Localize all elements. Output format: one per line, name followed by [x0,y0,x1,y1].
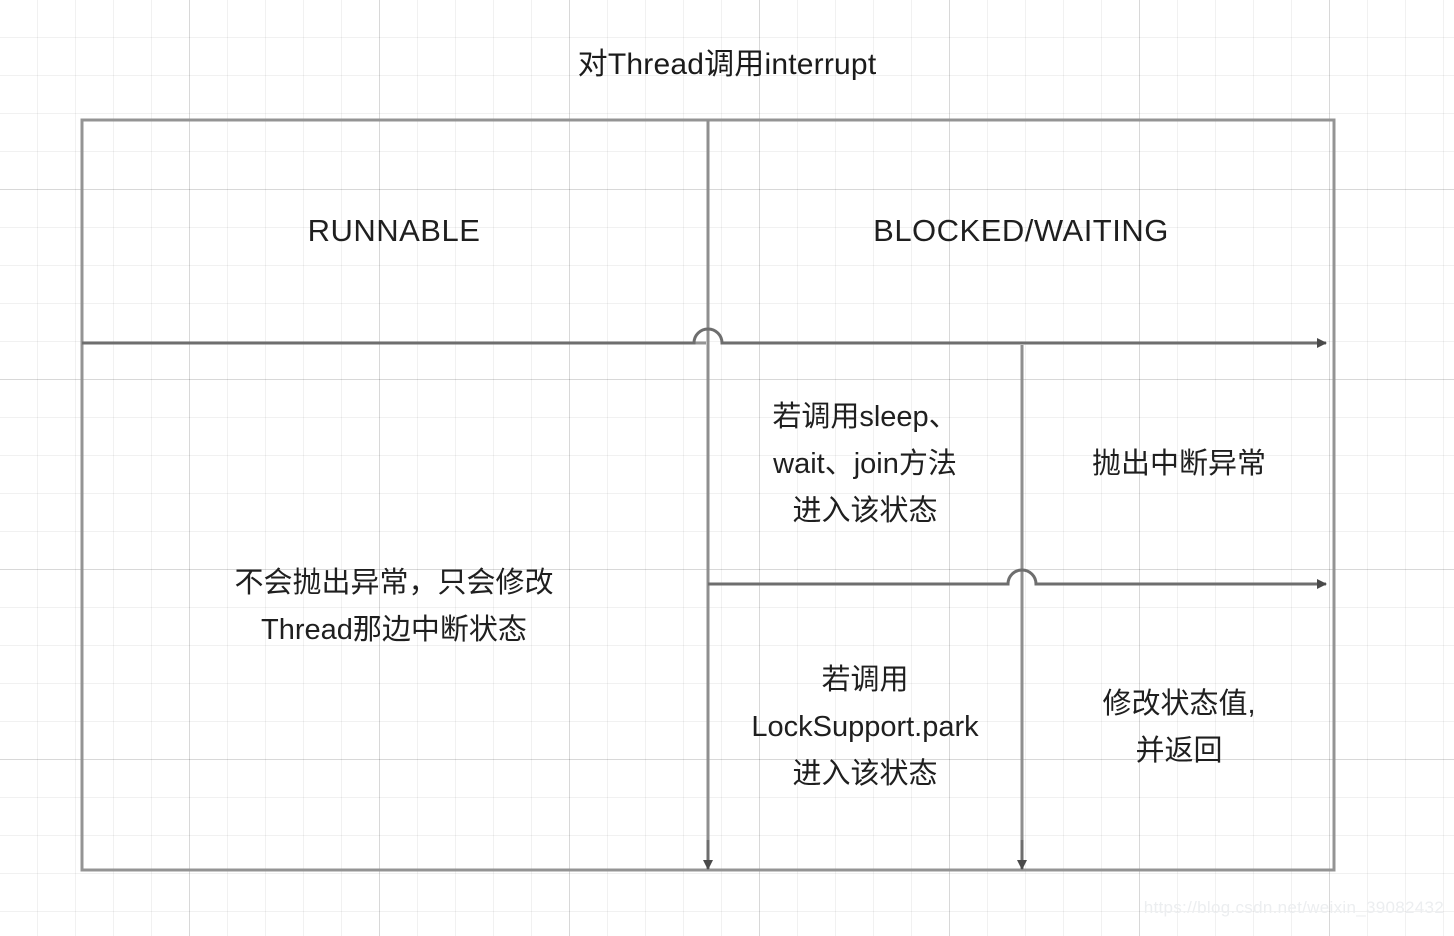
cell-throw-interrupted-exception: 抛出中断异常 [1091,447,1266,480]
cell-runnable-description: 不会抛出异常，只会修改 Thread那边中断状态 [234,567,554,646]
arrow-top-right [82,327,1327,348]
watermark: https://blog.csdn.net/weixin_39082432 [1143,898,1444,917]
cell-sleep-wait-join-condition: 若调用sleep、 wait、join方法 进入该状态 [772,400,958,527]
cell-locksupport-park-condition: 若调用 LockSupport.park 进入该状态 [751,664,979,790]
header-cell-blocked-waiting: BLOCKED/WAITING [873,213,1169,248]
arrow-bottom-right [708,568,1327,589]
header-cell-runnable: RUNNABLE [307,213,481,248]
cell-modify-state-and-return: 修改状态值, 并返回 [1102,687,1256,767]
page-title: 对Thread调用interrupt [577,48,877,81]
